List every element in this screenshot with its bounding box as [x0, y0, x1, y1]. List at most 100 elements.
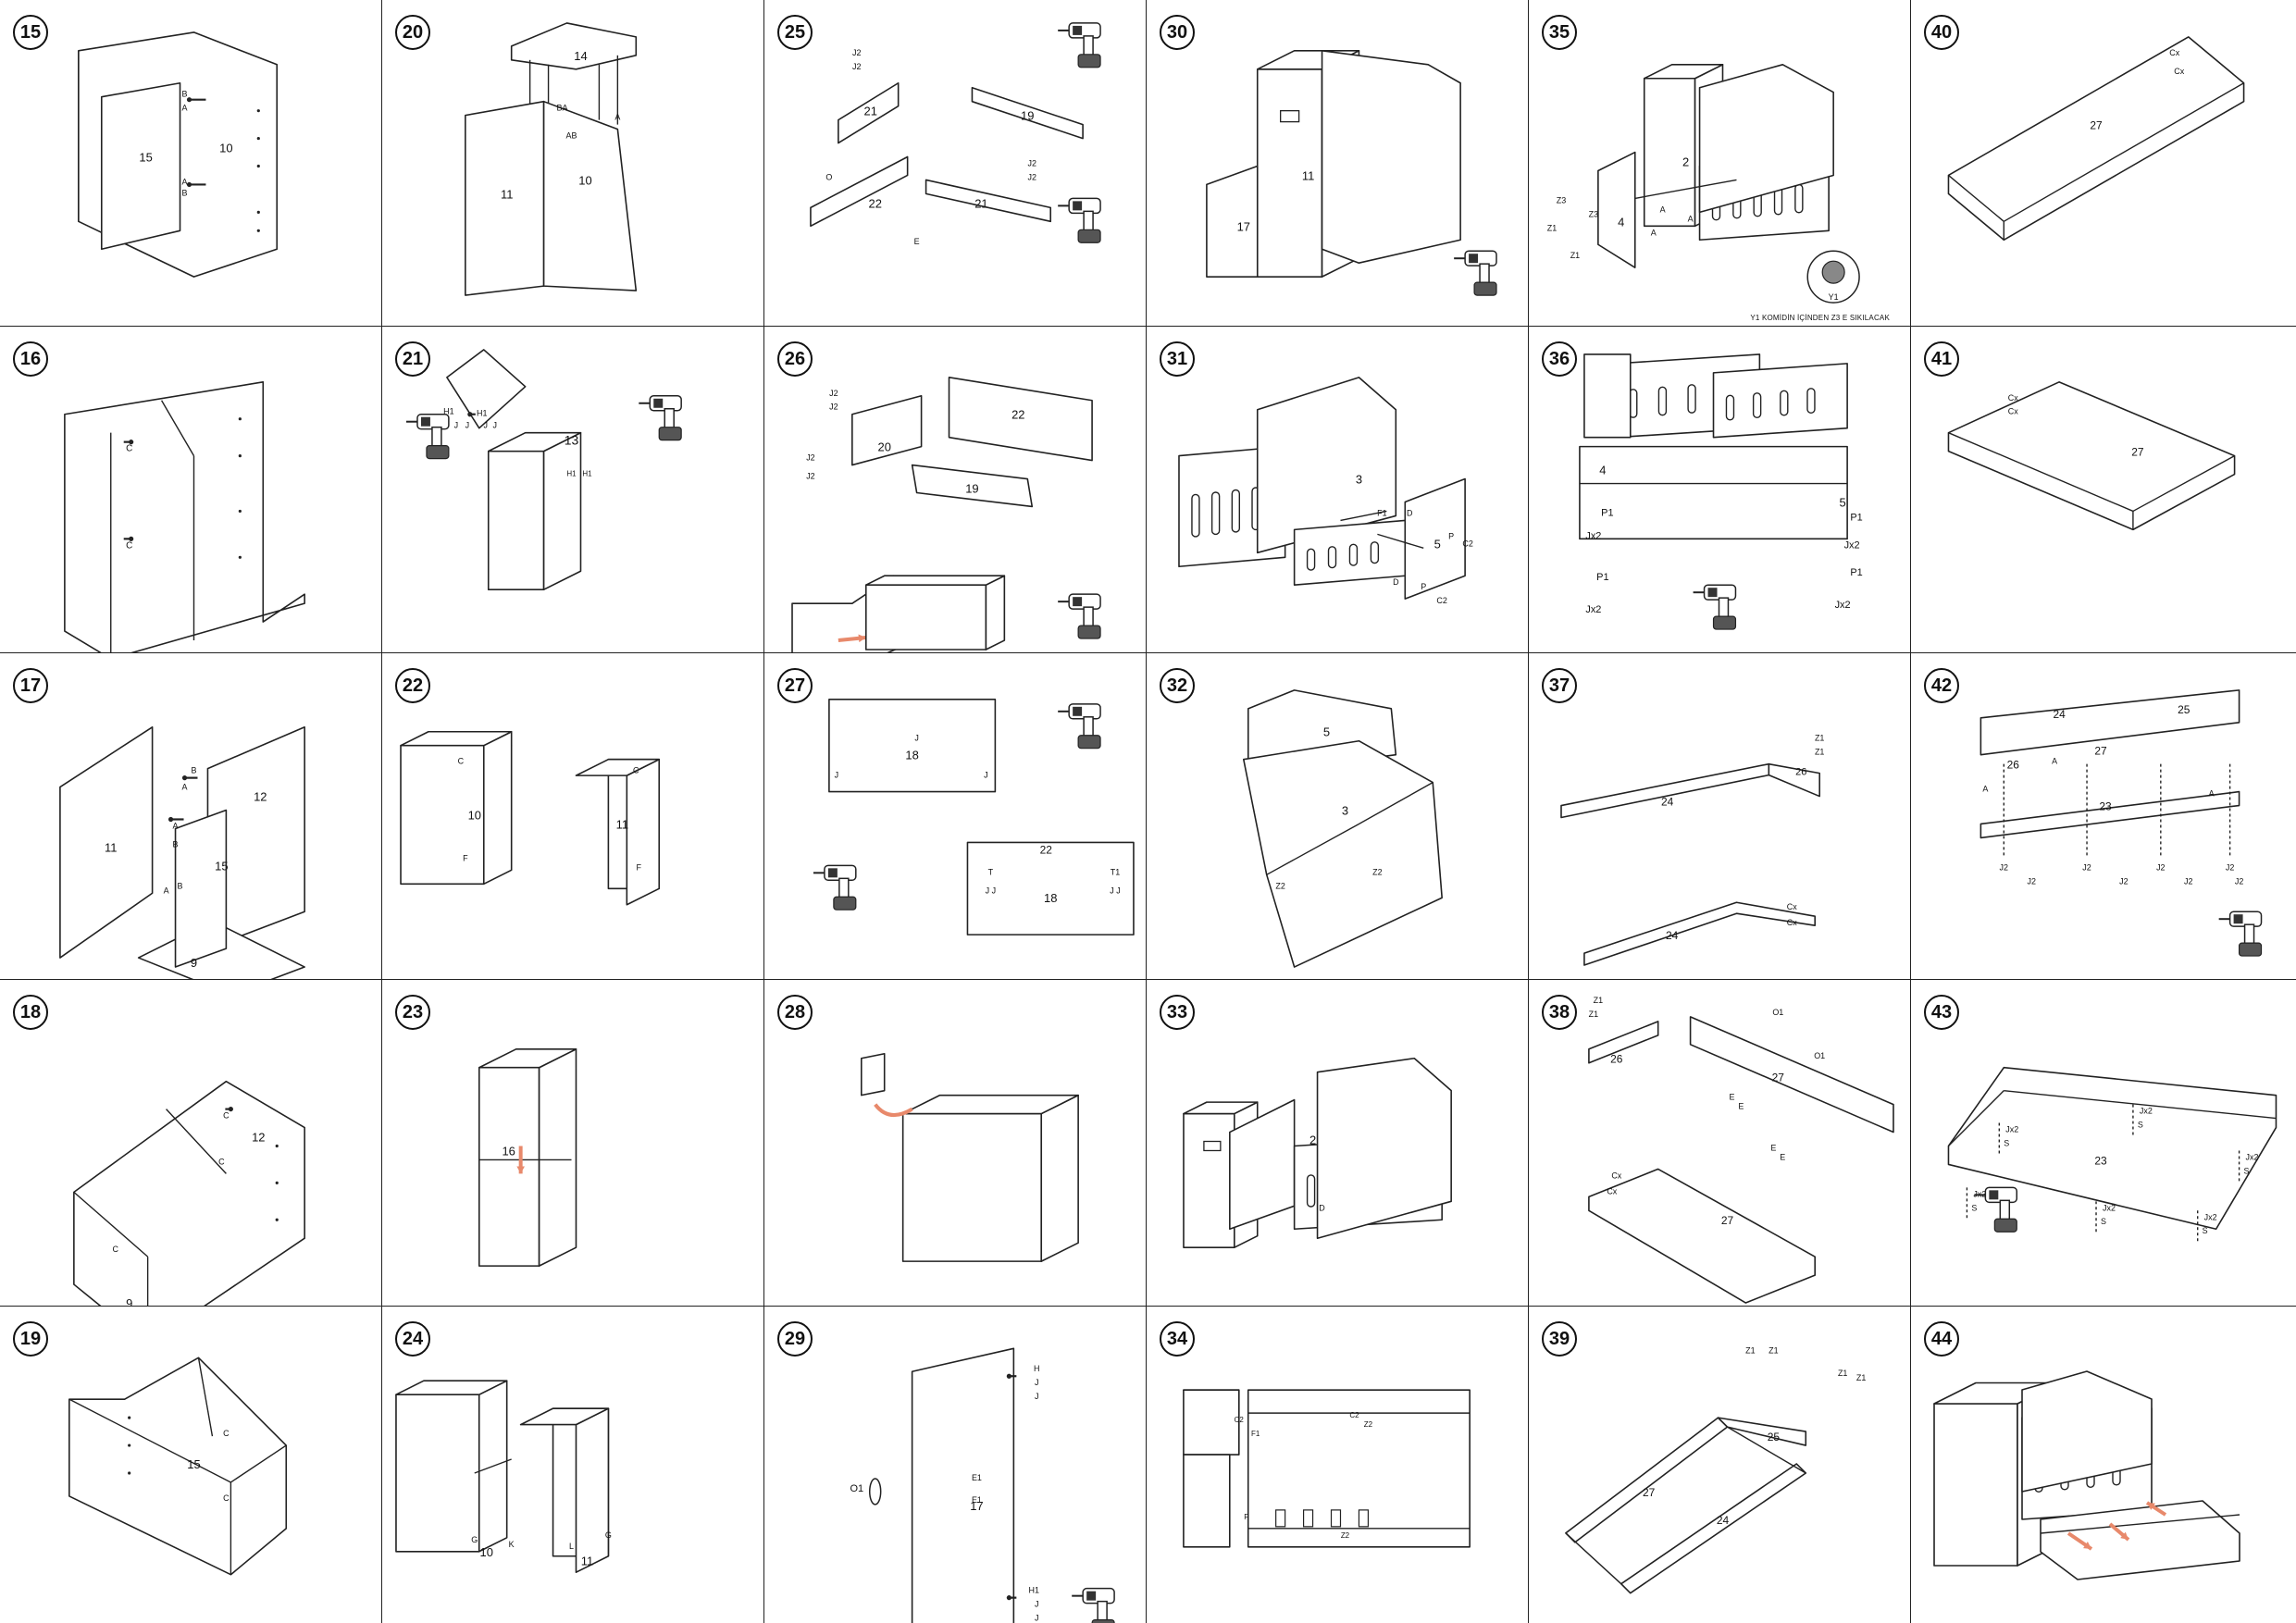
step-26-panel: 2620221918J2J2J2J2 [764, 327, 1147, 653]
part-label: 24 [2053, 708, 2066, 721]
part-label: Cx [2169, 48, 2179, 57]
part-label: P [1448, 531, 1454, 540]
part-label: D [1393, 577, 1399, 587]
crib-slot [1327, 546, 1337, 569]
part-label: C [218, 1157, 225, 1166]
drill-icon [1693, 584, 1737, 630]
step-number-badge: 34 [1160, 1321, 1195, 1357]
part-label: Jx2 [1585, 604, 1601, 615]
cabinet-side [626, 758, 661, 906]
part-label: C [633, 766, 639, 775]
part-label: J2 [1028, 158, 1036, 167]
part-label: C2 [1235, 1416, 1245, 1424]
drill-icon [1058, 197, 1101, 243]
guide-line [2132, 454, 2235, 513]
part-label: 25 [1768, 1431, 1781, 1443]
part-label: 26 [1610, 1053, 1623, 1066]
hole-mark [256, 229, 260, 232]
part-label: Jx2 [1973, 1189, 1986, 1198]
cabinet-top [901, 1094, 1079, 1115]
panel-outline [1321, 50, 1461, 264]
part-label: J [465, 421, 469, 430]
part-label: Jx2 [2140, 1107, 2153, 1116]
part-label: C2 [1436, 596, 1446, 605]
drill-icon [813, 864, 857, 911]
part-label: 15 [215, 859, 228, 873]
part-label: J [835, 771, 838, 780]
crib-slot [1348, 543, 1359, 566]
drill-icon [1072, 1587, 1115, 1623]
part-label: 25 [2178, 703, 2191, 716]
handle-icon [868, 1478, 882, 1505]
y1-instruction-note: Y1 KOMİDİN İÇİNDEN Z3 E SIKILACAK [1750, 314, 1890, 322]
guide-line [474, 1458, 512, 1474]
panel-outline [1980, 790, 2240, 839]
panel-outline [73, 1080, 305, 1306]
part-label: 22 [1011, 408, 1024, 422]
guide-line [2040, 1514, 2240, 1534]
guide-line [2003, 82, 2244, 222]
panel-outline [1597, 151, 1636, 268]
part-label: 2 [1682, 155, 1689, 168]
panel-outline [2021, 1370, 2153, 1493]
panel-outline [1717, 1417, 1807, 1446]
cabinet-side [538, 1047, 577, 1267]
step-number-badge: 16 [13, 341, 48, 377]
cabinet-top [575, 758, 661, 776]
part-label: Z2 [1372, 867, 1382, 876]
guide-line [73, 1191, 149, 1258]
part-label: Z1 [1815, 748, 1824, 757]
part-label: H1 [443, 407, 453, 416]
crib-slot [1191, 493, 1200, 538]
y1-label: Y1 [1829, 292, 1839, 302]
cabinet-front [1933, 1403, 2018, 1567]
part-label: 27 [1643, 1486, 1656, 1499]
cabinet-side [482, 730, 513, 886]
step-number-badge: 36 [1542, 341, 1577, 377]
part-label: C2 [1462, 539, 1472, 548]
guide-line [1634, 179, 1737, 200]
part-label: J2 [829, 389, 838, 398]
guide-line [1266, 823, 1359, 875]
part-label: C [126, 444, 132, 454]
step-number-badge: 40 [1924, 15, 1959, 50]
part-label: 19 [965, 481, 978, 495]
drawer-handle-icon [1280, 110, 1300, 123]
crib-slot [1794, 183, 1804, 214]
part-label: F1 [1251, 1430, 1260, 1438]
drill-icon [1058, 22, 1101, 68]
guide-line [1359, 781, 1433, 825]
part-label: G [605, 1530, 612, 1540]
cabinet-front [1183, 1112, 1235, 1248]
part-label: F1 [1377, 508, 1386, 517]
part-label: P1 [1601, 507, 1613, 518]
hole-mark [238, 555, 242, 559]
crib-slot [1806, 388, 1816, 415]
part-label: 19 [1021, 109, 1034, 123]
step-number-badge: 28 [777, 995, 813, 1030]
part-label: H [1034, 1364, 1039, 1373]
step-number-badge: 30 [1160, 15, 1195, 50]
part-label: Z3 [1589, 209, 1598, 218]
part-label: S [2203, 1226, 2208, 1235]
part-label: K [509, 1540, 515, 1549]
drill-icon [1454, 250, 1497, 296]
part-label: Z1 [1815, 734, 1824, 743]
part-label: Jx2 [1835, 600, 1851, 611]
part-label: 11 [501, 187, 513, 201]
